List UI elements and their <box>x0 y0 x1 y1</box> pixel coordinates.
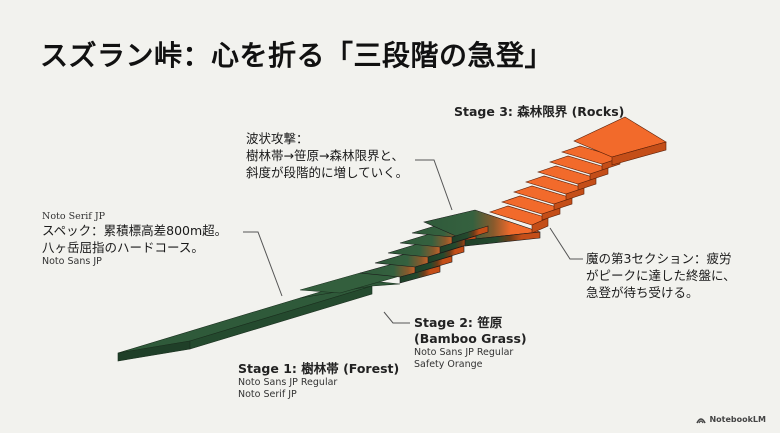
wave-line-3: 斜度が段階的に増していく。 <box>246 165 409 180</box>
spec-font-note-bottom: Noto Sans JP <box>42 256 102 267</box>
stage2-note-1: Noto Sans JP Regular <box>414 347 514 358</box>
stage1-title: Stage 1: 樹林帯 (Forest) <box>238 361 400 376</box>
wave-line-2: 樹林帯→笹原→森林限界と、 <box>246 148 404 163</box>
stage1-note-2: Noto Serif JP <box>238 389 297 400</box>
notebooklm-icon <box>696 417 707 423</box>
stage2-steps <box>359 209 541 284</box>
stage3-steps <box>489 116 667 234</box>
demon-line-3: 急登が待ち受ける。 <box>586 285 699 300</box>
spec-line-1: スペック：累積標高差800m超。 <box>42 223 228 238</box>
leader-lines <box>243 159 583 324</box>
demon-line-2: がピークに達した終盤に、 <box>586 268 736 283</box>
page-title: スズラン峠：心を折る「三段階の急登」 <box>40 39 554 72</box>
stage3-label: Stage 3: 森林限界 (Rocks) <box>454 104 625 119</box>
spec-annotation: Noto Serif JP スペック：累積標高差800m超。 八ヶ岳屈指のハード… <box>42 211 227 268</box>
spec-font-note-top: Noto Serif JP <box>42 211 106 222</box>
demon-line-1: 魔の第3セクション：疲労 <box>586 251 732 266</box>
stage2-title-line-1: Stage 2: 笹原 <box>414 315 503 330</box>
wave-line-1: 波状攻撃： <box>246 131 309 146</box>
spec-line-2: 八ヶ岳屈指のハードコース。 <box>42 240 204 255</box>
stage1-slabs <box>117 272 401 362</box>
stage2-title-line-2: (Bamboo Grass) <box>414 331 527 346</box>
stage1-note-1: Noto Sans JP Regular <box>238 377 338 388</box>
brand-label: NotebookLM <box>709 415 766 424</box>
demon-section-annotation: 魔の第3セクション：疲労 がピークに達した終盤に、 急登が待ち受ける。 <box>586 250 736 301</box>
stage2-note-2: Safety Orange <box>414 359 483 370</box>
stage2-label: Stage 2: 笹原 (Bamboo Grass) Noto Sans JP … <box>414 315 527 371</box>
wave-annotation: 波状攻撃： 樹林帯→笹原→森林限界と、 斜度が段階的に増していく。 <box>246 130 408 181</box>
stage1-label: Stage 1: 樹林帯 (Forest) Noto Sans JP Regul… <box>238 361 399 401</box>
brand-watermark: NotebookLM <box>696 415 766 424</box>
